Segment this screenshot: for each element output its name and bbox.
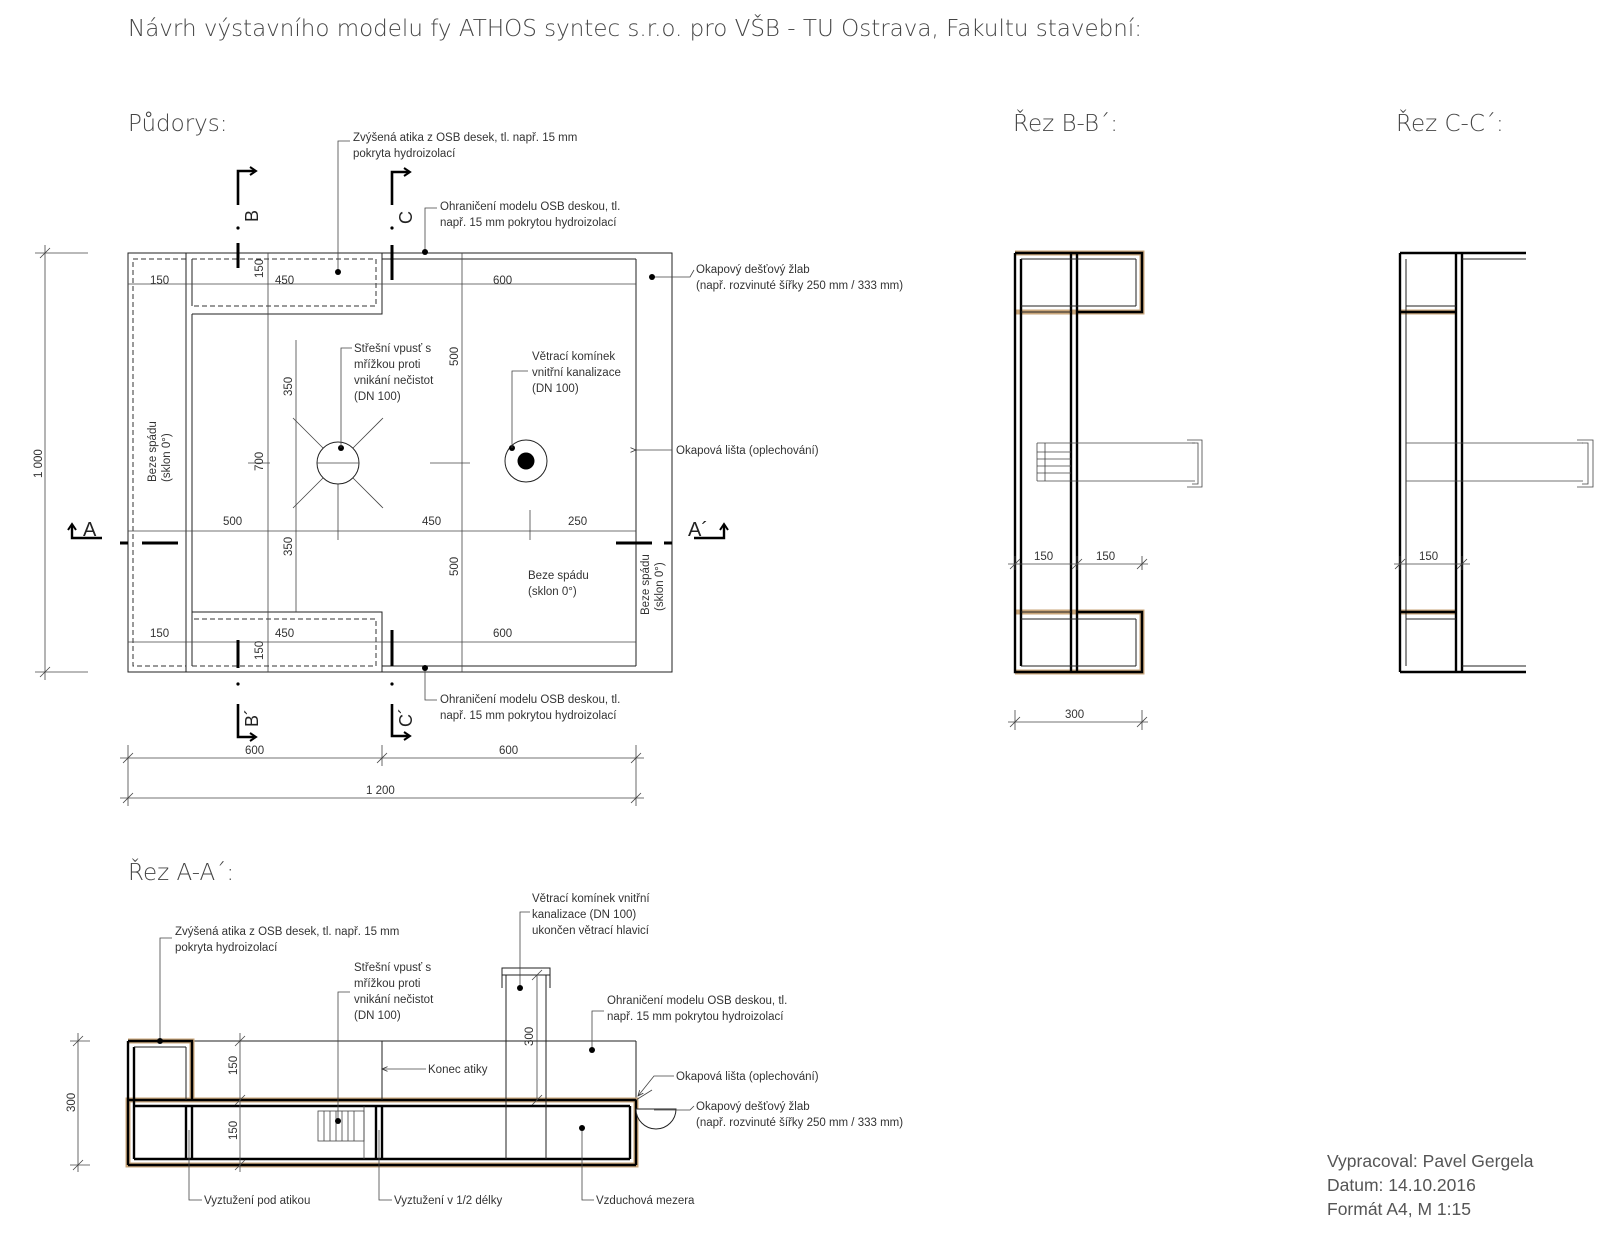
plan-note-ohran-bot-1: Ohraničení modelu OSB deskou, tl. <box>440 694 620 706</box>
plan-note-beze-left-1: Beze spádu <box>147 421 159 482</box>
plan-note-beze-right-2: (sklon 0°) <box>654 562 666 611</box>
aa-dim-150b: 150 <box>228 1121 240 1140</box>
section-marker-b2: B´ <box>242 709 262 727</box>
bb-dim-150b: 150 <box>1096 551 1115 563</box>
plan-note-komin-2: vnitřní kanalizace <box>532 367 621 379</box>
plan-note-zlab-2: (např. rozvinuté šířky 250 mm / 333 mm) <box>696 280 903 292</box>
section-aa-view: Zvýšená atika z OSB desek, tl. např. 15 … <box>66 893 903 1207</box>
aa-note-zlab-1: Okapový dešťový žlab <box>696 1101 810 1113</box>
plan-note-ohran-top-2: např. 15 mm pokrytou hydroizolací <box>440 217 617 229</box>
plan-dim-600b: 600 <box>493 628 512 640</box>
plan-dim-600d: 600 <box>499 745 518 757</box>
plan-dim-150v1: 150 <box>254 259 266 278</box>
plan-note-beze-mid-1: Beze spádu <box>528 570 589 582</box>
plan-dim-150a: 150 <box>150 275 169 287</box>
aa-note-vpust-2: mřížkou proti <box>354 978 420 990</box>
aa-note-konec: Konec atiky <box>428 1064 488 1076</box>
cc-dim-150: 150 <box>1419 551 1438 563</box>
section-marker-c: C <box>396 211 416 224</box>
plan-note-zlab-1: Okapový dešťový žlab <box>696 264 810 276</box>
aa-dim-150a: 150 <box>228 1056 240 1075</box>
plan-note-beze-mid-2: (sklon 0°) <box>528 586 577 598</box>
plan-note-beze-right-1: Beze spádu <box>640 554 652 615</box>
plan-dim-450a: 450 <box>275 275 294 287</box>
plan-note-vpust-2: mřížkou proti <box>354 359 420 371</box>
plan-note-vpust-4: (DN 100) <box>354 391 401 403</box>
plan-note-vpust-3: vnikání nečistot <box>354 375 434 387</box>
footer-author: Vypracoval: Pavel Gergela <box>1327 1151 1534 1171</box>
plan-dim-500v1: 500 <box>449 347 461 366</box>
aa-dim-300-komin: 300 <box>524 1027 536 1046</box>
aa-note-ohran-2: např. 15 mm pokrytou hydroizolací <box>607 1011 784 1023</box>
section-marker-c2: C´ <box>396 708 416 727</box>
section-bb-view: 150 150 300 <box>1008 250 1203 730</box>
aa-note-komin-1: Větrací komínek vnitřní <box>532 893 650 905</box>
bb-dim-300: 300 <box>1065 709 1084 721</box>
section-bb-title: Řez B-B´: <box>1013 109 1118 137</box>
aa-note-vyzt-atika: Vyztužení pod atikou <box>204 1195 310 1207</box>
plan-dim-150b: 150 <box>150 628 169 640</box>
plan-dim-1000: 1 000 <box>33 449 45 478</box>
section-cc-view: 150 <box>1394 251 1594 674</box>
plan-dim-450h: 450 <box>422 516 441 528</box>
plan-view: B B´ C C´ A A´ Zvýšená atika z OSB desek… <box>33 132 903 806</box>
aa-note-atika-2: pokryta hydroizolací <box>175 942 278 954</box>
plan-dim-600c: 600 <box>245 745 264 757</box>
plan-dim-1200: 1 200 <box>366 785 395 797</box>
sheet-title: Návrh výstavního modelu fy ATHOS syntec … <box>128 14 1142 42</box>
plan-dim-350v2: 350 <box>283 537 295 556</box>
section-marker-a: A <box>83 519 97 541</box>
plan-dim-450b: 450 <box>275 628 294 640</box>
aa-note-vpust-3: vnikání nečistot <box>354 994 434 1006</box>
plan-dim-500v2: 500 <box>449 557 461 576</box>
plan-dim-500h: 500 <box>223 516 242 528</box>
footer-date: Datum: 14.10.2016 <box>1327 1175 1476 1195</box>
aa-note-komin-2: kanalizace (DN 100) <box>532 909 636 921</box>
plan-outline <box>127 252 673 673</box>
plan-note-atika-1: Zvýšená atika z OSB desek, tl. např. 15 … <box>353 132 577 144</box>
plan-note-vpust-1: Střešní vpusť s <box>354 343 431 355</box>
plan-title: Půdorys: <box>128 111 228 137</box>
footer-format: Formát A4, M 1:15 <box>1327 1199 1471 1219</box>
aa-note-lista: Okapová lišta (oplechování) <box>676 1071 819 1083</box>
aa-note-komin-3: ukončen větrací hlavicí <box>532 925 650 937</box>
plan-note-ohran-bot-2: např. 15 mm pokrytou hydroizolací <box>440 710 617 722</box>
plan-note-lista: Okapová lišta (oplechování) <box>676 445 819 457</box>
plan-note-ohran-top-1: Ohraničení modelu OSB deskou, tl. <box>440 201 620 213</box>
aa-note-mezera: Vzduchová mezera <box>596 1195 695 1207</box>
aa-note-atika-1: Zvýšená atika z OSB desek, tl. např. 15 … <box>175 926 399 938</box>
aa-dim-300: 300 <box>66 1093 78 1112</box>
section-aa-title: Řez A-A´: <box>128 858 234 886</box>
plan-note-komin-1: Větrací komínek <box>532 351 615 363</box>
plan-note-atika-2: pokryta hydroizolací <box>353 148 456 160</box>
aa-note-vpust-4: (DN 100) <box>354 1010 401 1022</box>
plan-dim-150v2: 150 <box>254 641 266 660</box>
plan-dim-350v1: 350 <box>283 377 295 396</box>
plan-note-komin-3: (DN 100) <box>532 383 579 395</box>
bb-dim-150a: 150 <box>1034 551 1053 563</box>
section-cc-title: Řez C-C´: <box>1396 109 1504 137</box>
aa-note-zlab-2: (např. rozvinuté šířky 250 mm / 333 mm) <box>696 1117 903 1129</box>
plan-dim-250h: 250 <box>568 516 587 528</box>
aa-note-vyzt-pul: Vyztužení v 1/2 délky <box>394 1195 502 1207</box>
plan-dim-700: 700 <box>254 452 266 471</box>
section-marker-b: B <box>242 210 262 222</box>
plan-note-beze-left-2: (sklon 0°) <box>161 433 173 482</box>
section-marker-a2: A´ <box>688 519 708 541</box>
aa-note-ohran-1: Ohraničení modelu OSB deskou, tl. <box>607 995 787 1007</box>
plan-dim-600a: 600 <box>493 275 512 287</box>
aa-note-vpust-1: Střešní vpusť s <box>354 962 431 974</box>
